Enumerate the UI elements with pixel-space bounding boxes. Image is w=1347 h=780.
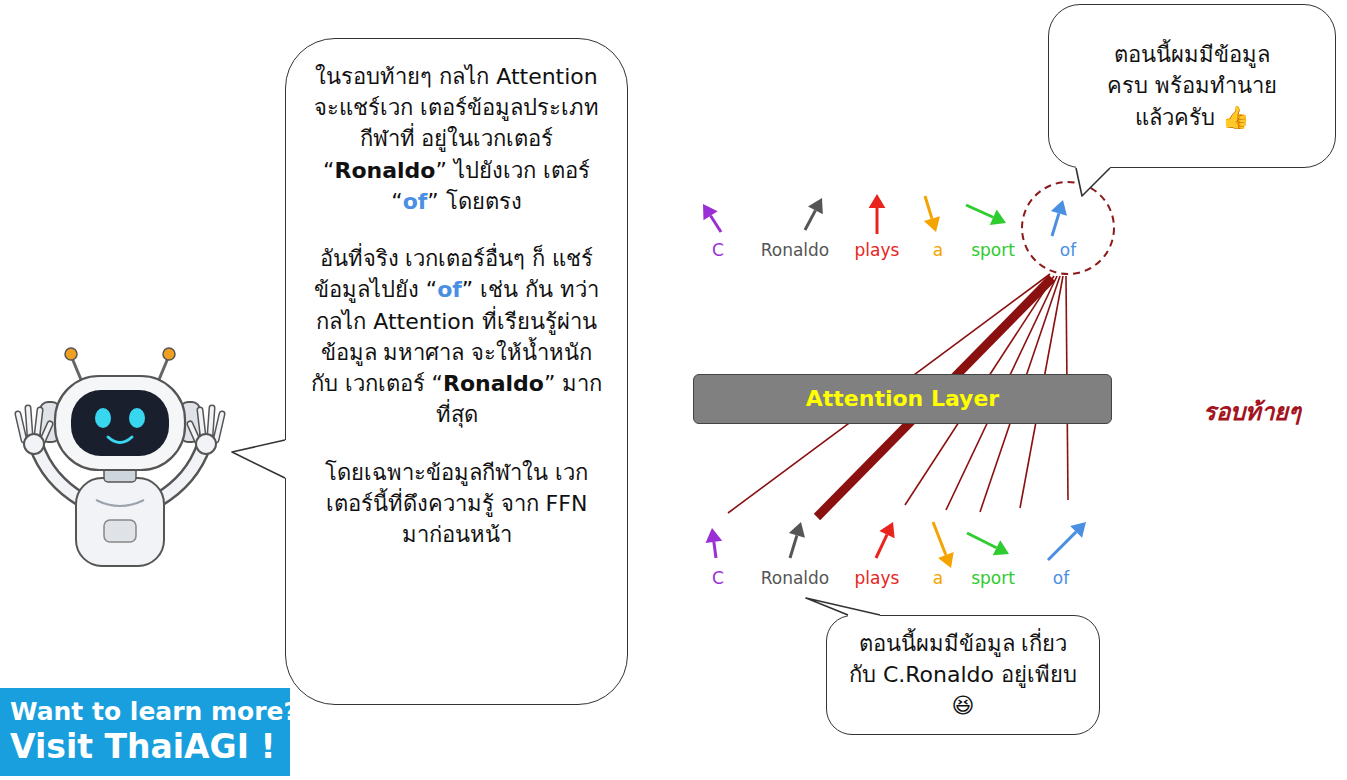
token-vector-head — [1070, 522, 1086, 538]
token-vector-shaft — [925, 196, 932, 219]
dashed-circle-outline — [1022, 182, 1114, 274]
prediction-bubble: ตอนนี้ผมมีข้อมูล ครบ พร้อมทำนาย แล้วครับ… — [1048, 4, 1336, 168]
prediction-bubble-text: ตอนนี้ผมมีข้อมูล ครบ พร้อมทำนาย แล้วครับ… — [1092, 39, 1292, 133]
robot-part — [196, 434, 216, 454]
token-label: plays — [855, 568, 900, 588]
highlight-word: of — [437, 277, 462, 302]
token-vector-head — [993, 540, 1009, 555]
bubble-tail — [232, 440, 285, 478]
bubble-tail-fill — [1076, 165, 1110, 196]
robot-part — [95, 408, 111, 428]
token-label: C — [712, 568, 724, 588]
bubble-tail — [1076, 168, 1110, 196]
focus-circle: of — [1020, 180, 1116, 276]
token-bubble: ตอนนี้ผมมีข้อมูล เกี่ยวกับ C.Ronaldo อยู… — [826, 615, 1100, 735]
robot-figure — [18, 348, 222, 566]
highlight-word: Ronaldo — [335, 158, 436, 183]
robot-part — [163, 348, 175, 360]
token-vector-shaft — [876, 535, 887, 558]
robot-part — [129, 408, 145, 428]
token-vector-shaft — [1048, 532, 1076, 560]
promo-badge: Want to learn more?Visit ThaiAGI ! — [0, 688, 290, 776]
token-vector-head — [706, 528, 723, 543]
bubble-tail-fill — [806, 598, 880, 618]
promo-badge-text: Visit ThaiAGI ! — [10, 727, 280, 767]
robot-part — [104, 520, 136, 542]
token-vector-head — [1051, 200, 1067, 216]
explanation-bubble-text: ในรอบท้ายๆ กลไก Attention จะแชร์เวก เตอร… — [311, 61, 603, 217]
token-vector-head — [924, 216, 940, 232]
stage-label: รอบท้ายๆ — [1203, 392, 1301, 431]
token-label: sport — [971, 568, 1015, 588]
attention-layer-bar: Attention Layer — [693, 374, 1112, 424]
token-vector-head — [808, 198, 823, 214]
token-vector-shaft — [933, 522, 946, 555]
robot-part — [65, 348, 77, 360]
token-bubble-text: ตอนนี้ผมมีข้อมูล เกี่ยวกับ C.Ronaldo อยู… — [846, 628, 1081, 722]
attention-layer-bar-text: Attention Layer — [806, 383, 999, 414]
token-vector-shaft — [805, 210, 815, 230]
token-vector-shaft — [714, 542, 716, 558]
token-vector-shaft — [1052, 213, 1059, 236]
token-vector-head — [789, 522, 805, 538]
robot-part — [96, 500, 144, 506]
bubble-tail-fill — [232, 440, 288, 478]
promo-badge-text: Want to learn more? — [10, 697, 280, 727]
token-label: a — [933, 240, 943, 260]
robot-part — [72, 358, 82, 382]
token-vector-shaft — [876, 208, 879, 234]
token-label: Ronaldo — [761, 568, 830, 588]
token-label: sport — [971, 240, 1015, 260]
explanation-bubble-text: โดยเฉพาะข้อมูลกีฬาใน เวกเตอร์นี้ที่ดึงคว… — [311, 457, 603, 551]
token-vector-shaft — [966, 205, 993, 217]
robot-part — [76, 478, 164, 566]
token-vector-head — [869, 194, 886, 208]
focus-circle-text: of — [1020, 240, 1116, 260]
robot-part — [24, 434, 44, 454]
token-vector-shaft — [790, 535, 797, 558]
token-label: plays — [855, 240, 900, 260]
robot-part — [55, 376, 185, 470]
token-vector-head — [938, 552, 954, 568]
highlight-word: of — [403, 189, 428, 214]
token-label: of — [1053, 568, 1069, 588]
token-vector-head — [703, 204, 718, 220]
token-vector-head — [879, 522, 894, 538]
robot-part — [158, 358, 168, 382]
robot-part — [108, 437, 132, 443]
token-label: C — [712, 240, 724, 260]
token-vector-shaft — [711, 216, 721, 232]
token-vector-head — [990, 210, 1006, 225]
token-label: Ronaldo — [761, 240, 830, 260]
token-label: a — [933, 568, 943, 588]
bubble-tail — [806, 598, 880, 615]
explanation-bubble-text: อันที่จริง เวกเตอร์อื่นๆ ก็ แชร์ข้อมูลไป… — [311, 243, 603, 430]
token-vector-shaft — [967, 533, 996, 548]
dashed-circle — [1020, 180, 1116, 276]
highlight-word: Ronaldo — [443, 371, 544, 396]
robot-part — [71, 390, 169, 456]
explanation-bubble: ในรอบท้ายๆ กลไก Attention จะแชร์เวก เตอร… — [285, 38, 628, 705]
